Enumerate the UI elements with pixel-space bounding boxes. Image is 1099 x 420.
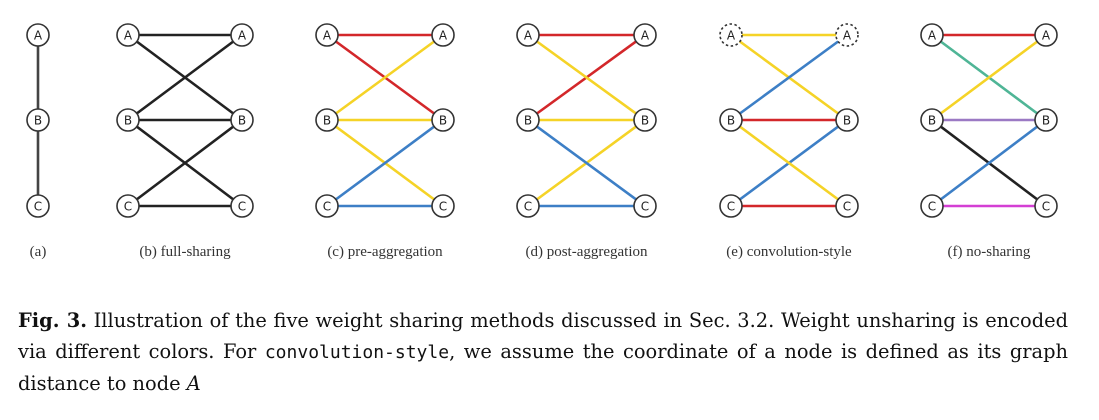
panel-c: A B C A B C (c) pre-aggregation [315,23,455,260]
svg-text:C: C [843,200,851,214]
svg-text:B: B [727,114,735,128]
edge-c-b [325,118,445,208]
svg-text:B: B [34,114,42,128]
svg-text:C: C [524,200,532,214]
node-right-c: C [431,194,455,218]
panel-label-a: (a) [30,244,47,260]
node-left-c: C [315,194,339,218]
node-right-a: A [230,23,254,47]
caption-code-term: convolution-style [264,342,450,363]
svg-text:B: B [323,114,331,128]
node-left-b: B [116,108,140,132]
node-right-a: A [1034,23,1058,47]
svg-text:C: C [439,200,447,214]
panel-f: A B C A B C (f) no-sharing [920,23,1058,260]
edge-b-a [126,33,244,122]
node-right-c: C [1034,194,1058,218]
node-right-a: A [633,23,657,47]
svg-text:C: C [34,200,42,214]
svg-text:B: B [524,114,532,128]
edge-a-b [526,33,647,122]
svg-text:C: C [124,200,132,214]
svg-text:B: B [641,114,649,128]
svg-text:A: A [238,29,247,43]
svg-text:A: A [439,29,448,43]
node-single-b: B [26,108,50,132]
node-left-a: A [116,23,140,47]
svg-text:A: A [524,29,533,43]
figure-label: Fig. 3. [18,309,87,332]
svg-text:A: A [843,29,852,43]
panel-b: A B C A B C (b) full-sharing [116,23,254,260]
node-right-b: B [230,108,254,132]
caption-node-variable: A [186,372,201,395]
svg-text:C: C [928,200,936,214]
svg-text:C: C [727,200,735,214]
panel-label-d: (d) post-aggregation [525,244,648,260]
svg-text:B: B [238,114,246,128]
svg-text:B: B [124,114,132,128]
node-right-b: B [633,108,657,132]
edge-c-b [126,118,244,208]
edge-b-c [729,118,849,208]
edge-b-a [729,33,849,122]
node-right-c: C [835,194,859,218]
svg-text:A: A [323,29,332,43]
node-right-c: C [633,194,657,218]
svg-text:B: B [1042,114,1050,128]
svg-text:A: A [124,29,133,43]
svg-text:B: B [439,114,447,128]
node-left-a: A [516,23,540,47]
svg-text:A: A [928,29,937,43]
node-left-b: B [719,108,743,132]
node-left-c: C [920,194,944,218]
panel-label-c: (c) pre-aggregation [327,244,443,260]
panel-e: A B C A B C (e) convolution-style [719,23,859,260]
svg-text:C: C [323,200,331,214]
svg-text:B: B [843,114,851,128]
svg-text:A: A [641,29,650,43]
node-right-b: B [835,108,859,132]
node-right-b: B [431,108,455,132]
node-left-c: C [719,194,743,218]
edge-c-b [930,118,1048,208]
node-single-c: C [26,194,50,218]
node-right-c: C [230,194,254,218]
svg-text:C: C [238,200,246,214]
edge-b-a [325,33,445,122]
caption-text-part-2: , we assume the coordinate of a node is … [18,340,1068,395]
node-right-a: A [835,23,859,47]
edge-b-a [930,33,1048,122]
panel-label-e: (e) convolution-style [726,244,852,260]
panel-a: A B C (a) [26,23,50,260]
edge-b-c [526,118,647,208]
svg-text:C: C [1042,200,1050,214]
caption-text-part-1: Illustration of the five weight sharing … [18,309,1068,363]
node-left-a: A [315,23,339,47]
node-left-a: A [920,23,944,47]
panel-label-f: (f) no-sharing [948,244,1031,260]
node-left-c: C [516,194,540,218]
node-left-b: B [516,108,540,132]
figure-caption: Fig. 3. Illustration of the five weight … [18,305,1068,399]
svg-text:A: A [727,29,736,43]
node-right-b: B [1034,108,1058,132]
node-left-a: A [719,23,743,47]
node-single-a: A [26,23,50,47]
figure-graph-diagrams: A B C (a) A B C A B C (b) full-sharing A B C A B C (c) pr… [26,23,1058,260]
node-right-a: A [431,23,455,47]
node-left-b: B [315,108,339,132]
panel-d: A B C A B C (d) post-aggregation [516,23,657,260]
svg-text:A: A [1042,29,1051,43]
svg-text:B: B [928,114,936,128]
node-left-b: B [920,108,944,132]
panel-label-b: (b) full-sharing [139,244,231,260]
node-left-c: C [116,194,140,218]
svg-text:A: A [34,29,43,43]
svg-text:C: C [641,200,649,214]
